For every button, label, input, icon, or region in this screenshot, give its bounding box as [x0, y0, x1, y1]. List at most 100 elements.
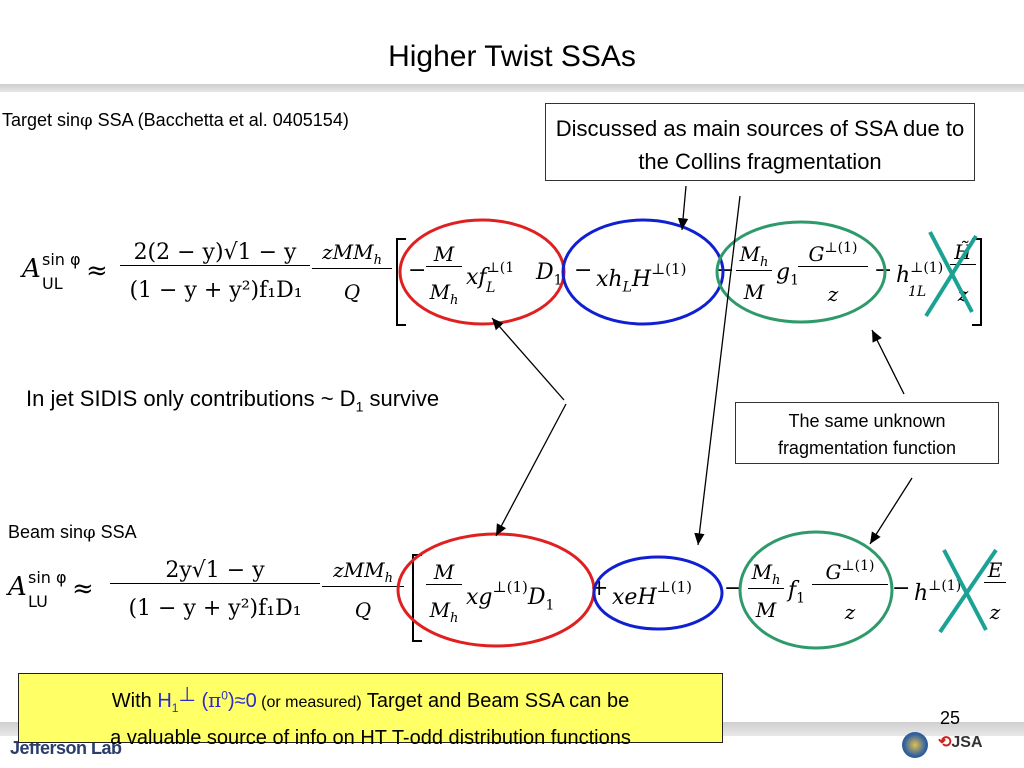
ul-prefactor-den: Q — [343, 280, 361, 304]
slide-title: Higher Twist SSAs — [388, 40, 636, 73]
ul-frac-M: M — [426, 242, 462, 267]
ul-lhs-symbol: A — [22, 254, 41, 284]
lu-fraction-den: (1 − y + y²)f₁D₁ — [128, 596, 302, 621]
ul-term-2: xhLH⊥(1) — [596, 260, 686, 295]
note-rest-line1: Target and Beam SSA can be — [361, 690, 630, 712]
jefferson-lab-logo: Jefferson Lab — [10, 738, 122, 758]
arrow-to-ul-d1 — [491, 317, 565, 401]
lu-E: E — [984, 558, 1006, 583]
note-measured: (or measured) — [256, 694, 362, 711]
h1-sup: ⊥(1) — [910, 260, 944, 276]
ul-fraction-num: 2(2 − y)√1 − y — [120, 240, 310, 266]
arrow-to-lu-collins — [694, 195, 741, 546]
lu-t2-main: xe — [612, 585, 638, 610]
lu-lhs: A — [8, 572, 27, 602]
lu-t1-sub: 1 — [545, 597, 555, 614]
jet-sidis-text: In jet SIDIS only contributions ~ D1 sur… — [26, 386, 439, 414]
jet-text-after: survive — [363, 386, 440, 411]
arrow-to-lu-d1 — [495, 403, 567, 537]
equation-lu: A sin φ LU ≈ 2y√1 − y (1 − y + y²)f₁D₁ z… — [8, 550, 1008, 650]
lu-term-1: xg⊥(1)D1 — [466, 578, 554, 613]
pref-num: zMM — [322, 240, 374, 264]
d1-D: D — [536, 260, 554, 285]
ul-frac-G: G⊥(1) — [798, 240, 868, 267]
lu-h1: h⊥(1) — [914, 578, 961, 606]
t2-main: xh — [596, 267, 623, 292]
ul-sub: UL — [42, 274, 63, 293]
note-pi-sup: 0 — [221, 688, 228, 703]
note-pi: π — [208, 688, 222, 712]
jet-sub: 1 — [355, 398, 364, 415]
note-perp: ⊥ — [178, 684, 196, 706]
arrow-to-ul-g — [871, 329, 905, 395]
t2-sup: ⊥(1) — [651, 260, 687, 278]
t2-H: H — [631, 267, 652, 292]
t1-sub: L — [486, 280, 496, 296]
ul-z: z — [827, 282, 839, 306]
doe-seal-icon — [902, 732, 928, 758]
ul-g1: g1 — [776, 260, 799, 288]
lu-frac-Mh: Mh — [426, 598, 462, 626]
lu-t1-D: D — [527, 585, 546, 610]
mh2-M: M — [739, 242, 761, 266]
lu-green-ellipse — [738, 530, 894, 650]
phi-symbol: φ — [80, 110, 93, 131]
arrow-to-ul-collins — [677, 185, 689, 231]
title-divider — [0, 84, 1024, 92]
lu-cross-a — [942, 549, 988, 631]
ul-cross-a — [928, 231, 974, 313]
ul-red-ellipse — [398, 218, 566, 326]
jsa-swoosh-icon: ⟲ — [938, 734, 952, 751]
lu-prefactor-num: zMMh — [322, 558, 404, 587]
mh-M: M — [429, 280, 451, 304]
lu-h1-sup: ⊥(1) — [928, 578, 962, 594]
lu-f1: f1 — [788, 578, 805, 606]
t2-sub: L — [622, 279, 632, 296]
g1-g: g — [776, 260, 791, 285]
ul-frac-Mh2: Mh — [736, 242, 772, 271]
ul-green-ellipse — [715, 220, 887, 324]
lu-pref-num: zMM — [333, 558, 385, 582]
note-h: H — [157, 690, 172, 712]
unknown-ff-callout: The same unknown fragmentation function — [735, 402, 999, 464]
note-h-sub: 1 — [171, 701, 179, 715]
lu-cross-b — [938, 548, 998, 634]
lu-t2-sup: ⊥(1) — [656, 578, 692, 596]
equation-ul: A sin φ UL ≈ 2(2 − y)√1 − y (1 − y + y²)… — [8, 232, 1008, 332]
lu-sub: LU — [28, 592, 48, 611]
jsa-logo: ⟲JSA — [938, 732, 983, 752]
lu-sup: sin φ — [28, 568, 67, 587]
lu-fraction-num: 2y√1 − y — [110, 558, 320, 584]
lu-pref-sub: h — [384, 571, 393, 586]
lu-f1-f: f — [788, 578, 797, 603]
lu-z: z — [844, 600, 856, 624]
ul-Htilde: H̃ — [950, 240, 976, 265]
ul-sup: sin φ — [42, 250, 81, 269]
target-label-prefix: Target sin — [2, 110, 81, 130]
jet-text-before: In jet SIDIS only contributions ~ D — [26, 386, 356, 411]
lu-blue-ellipse — [592, 555, 724, 631]
lu-frac-M: M — [426, 560, 462, 585]
mh2-h: h — [760, 255, 769, 270]
ul-cross-b — [924, 234, 978, 318]
lu-mh-h: h — [450, 611, 459, 626]
ul-bracket-right — [972, 238, 982, 326]
mh-h: h — [450, 293, 459, 308]
ul-term-1: xf⊥(1L — [466, 260, 523, 296]
lu-minus-1: − — [724, 576, 743, 601]
ul-lhs: A — [22, 254, 41, 284]
lu-h1-h: h — [914, 581, 929, 606]
G-sup: ⊥(1) — [824, 240, 858, 256]
note-approx-zero: )≈0 — [227, 690, 257, 712]
ul-D1: D1 — [536, 260, 563, 288]
d1-sub: 1 — [553, 272, 563, 289]
pref-num-sub: h — [373, 253, 382, 268]
lu-approx: ≈ — [72, 574, 94, 604]
lu-prefactor-den: Q — [354, 598, 372, 622]
lu-term-2: xeH⊥(1) — [612, 578, 692, 610]
beam-label-suffix: SSA — [95, 522, 137, 542]
note-line-1: With H1⊥ (π0)≈0 (or measured) Target and… — [19, 680, 722, 723]
beam-ssa-label: Beam sinφ SSA — [8, 522, 137, 543]
conclusion-note: With H1⊥ (π0)≈0 (or measured) Target and… — [18, 673, 723, 749]
